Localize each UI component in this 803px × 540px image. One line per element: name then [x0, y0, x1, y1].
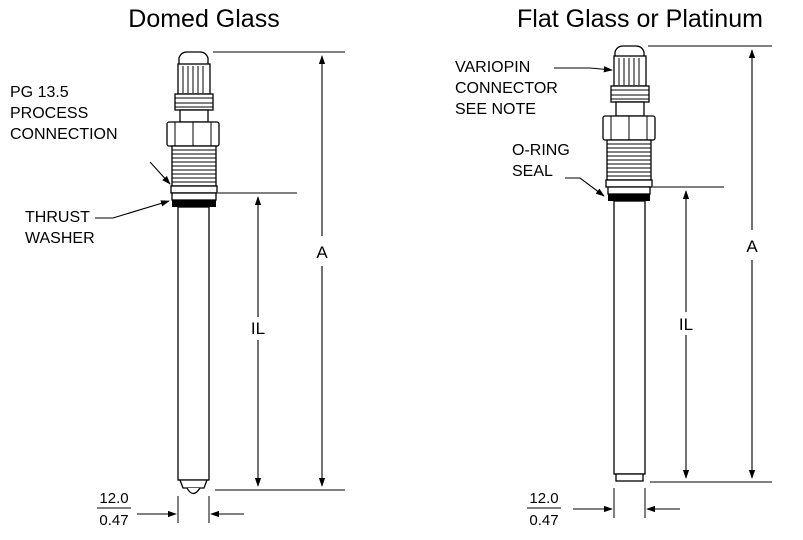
right-dimension-a: A — [648, 45, 772, 483]
right-dimension-il: IL — [653, 186, 724, 479]
oring-seal-label: O-RING SEAL — [512, 142, 574, 180]
svg-text:IL: IL — [251, 319, 265, 338]
left-diameter-mm: 12.0 — [99, 490, 128, 507]
right-probe-drawing — [602, 45, 656, 482]
left-probe: Domed Glass — [10, 5, 345, 529]
left-dimension-il: IL — [218, 192, 297, 487]
left-probe-drawing — [166, 51, 220, 495]
thrust-washer-label: THRUST WASHER — [25, 209, 95, 247]
right-diameter-in: 0.47 — [529, 512, 558, 529]
left-diameter-in: 0.47 — [99, 512, 128, 529]
variopin-connector-label: VARIOPIN CONNECTOR SEE NOTE — [455, 59, 562, 118]
right-diameter-dimension: 12.0 0.47 — [527, 488, 680, 529]
right-probe-title: Flat Glass or Platinum — [517, 5, 763, 33]
left-diameter-dimension: 12.0 0.47 — [97, 490, 244, 529]
right-diameter-mm: 12.0 — [529, 490, 558, 507]
process-connection-leader — [149, 161, 171, 185]
svg-text:A: A — [746, 237, 758, 256]
left-dimension-a: A — [213, 51, 345, 491]
svg-text:A: A — [316, 243, 328, 262]
left-probe-title: Domed Glass — [128, 5, 279, 33]
thrust-washer-leader — [95, 200, 170, 219]
oring-seal-leader — [565, 177, 605, 197]
pg-process-connection-label: PG 13.5 PROCESS CONNECTION — [10, 84, 118, 143]
variopin-leader — [554, 66, 613, 73]
svg-text:IL: IL — [679, 315, 693, 334]
right-probe: Flat Glass or Platinum — [455, 5, 772, 529]
